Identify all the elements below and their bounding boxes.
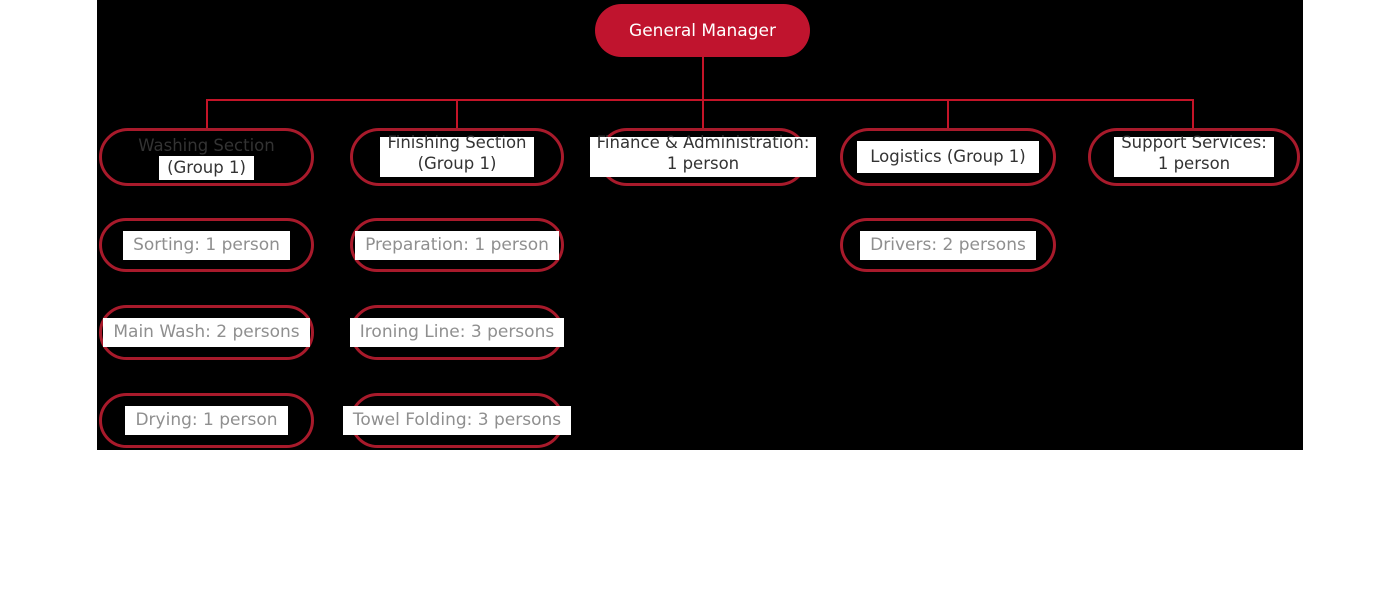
node-drivers-label: Drivers: 2 persons bbox=[860, 230, 1036, 260]
connector-drop-finance bbox=[702, 99, 704, 128]
node-finishing-section: Finishing Section (Group 1) bbox=[350, 128, 564, 186]
node-finishing-section-line1: Finishing Section bbox=[387, 133, 527, 152]
node-finance-administration-text: Finance & Administration: 1 person bbox=[597, 132, 810, 174]
node-washing-section: Washing Section (Group 1) bbox=[99, 128, 314, 186]
node-support-services-label: Support Services: 1 person bbox=[1114, 133, 1274, 177]
node-drying-label: Drying: 1 person bbox=[125, 406, 288, 435]
org-chart-board: General Manager Washing Section (Group 1… bbox=[97, 0, 1303, 450]
connector-drop-washing bbox=[206, 99, 208, 128]
connector-root-stem bbox=[702, 57, 704, 100]
node-ironing-line-label: Ironing Line: 3 persons bbox=[349, 318, 565, 347]
node-sorting-label: Sorting: 1 person bbox=[123, 230, 290, 260]
node-washing-section-line1: Washing Section bbox=[138, 135, 275, 155]
node-drying: Drying: 1 person bbox=[99, 393, 314, 448]
node-support-services: Support Services: 1 person bbox=[1088, 128, 1300, 186]
node-finance-administration-label: Finance & Administration: 1 person bbox=[589, 133, 817, 177]
connector-bus bbox=[206, 99, 1194, 101]
node-finance-administration-line1: Finance & Administration: bbox=[596, 133, 810, 152]
node-towel-folding: Towel Folding: 3 persons bbox=[342, 393, 572, 448]
node-general-manager: General Manager bbox=[595, 4, 810, 57]
connector-drop-finishing bbox=[456, 99, 458, 128]
node-finishing-section-text: Finishing Section (Group 1) bbox=[387, 132, 526, 174]
node-finishing-section-label: Finishing Section (Group 1) bbox=[380, 133, 534, 177]
node-support-services-line1: Support Services: bbox=[1121, 133, 1267, 152]
node-finance-administration-line2: 1 person bbox=[666, 154, 740, 173]
node-main-wash-label: Main Wash: 2 persons bbox=[103, 318, 310, 347]
node-towel-folding-label: Towel Folding: 3 persons bbox=[342, 406, 572, 435]
node-general-manager-label: General Manager bbox=[629, 20, 776, 41]
node-preparation-label: Preparation: 1 person bbox=[355, 230, 559, 260]
node-washing-section-label: Washing Section (Group 1) bbox=[138, 135, 275, 180]
node-finance-administration: Finance & Administration: 1 person bbox=[589, 128, 817, 186]
node-support-services-line2: 1 person bbox=[1157, 154, 1231, 173]
node-finishing-section-line2: (Group 1) bbox=[417, 154, 497, 173]
node-logistics: Logistics (Group 1) bbox=[840, 128, 1056, 186]
node-preparation: Preparation: 1 person bbox=[350, 218, 564, 272]
node-drivers: Drivers: 2 persons bbox=[840, 218, 1056, 272]
connector-drop-logistics bbox=[947, 99, 949, 128]
node-logistics-label: Logistics (Group 1) bbox=[857, 141, 1039, 173]
node-support-services-text: Support Services: 1 person bbox=[1121, 132, 1267, 174]
node-washing-section-line2: (Group 1) bbox=[159, 155, 254, 180]
node-main-wash: Main Wash: 2 persons bbox=[99, 305, 314, 360]
node-ironing-line: Ironing Line: 3 persons bbox=[349, 305, 565, 360]
node-sorting: Sorting: 1 person bbox=[99, 218, 314, 272]
connector-drop-support bbox=[1192, 99, 1194, 128]
